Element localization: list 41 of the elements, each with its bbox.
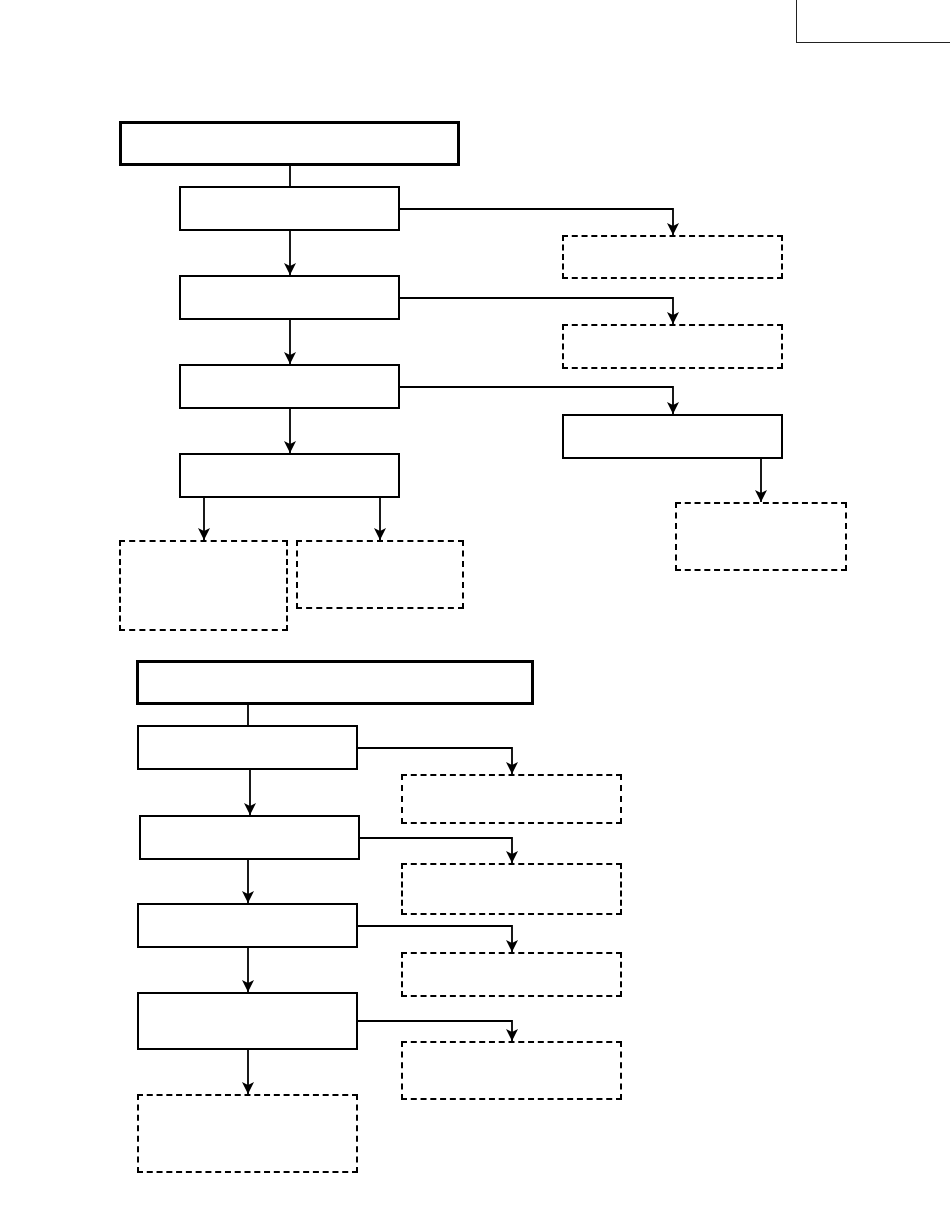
arrow [357,925,518,953]
dashed-box [401,1041,622,1100]
dashed-box [401,774,622,824]
dashed-box [401,952,622,997]
process-box [137,992,358,1050]
dashed-box [562,324,783,369]
arrow [284,408,296,454]
arrow [242,1049,254,1095]
arrow [242,947,254,993]
process-box [137,903,358,948]
arrow [198,497,210,541]
arrow [359,837,518,864]
process-box [179,453,400,498]
process-box [179,186,400,231]
dashed-box [119,540,288,631]
arrow [399,208,679,236]
arrow [284,319,296,365]
header-box [136,660,534,705]
arrow [357,1020,518,1042]
arrow [244,769,256,816]
process-box [137,725,358,770]
header-box [119,121,460,166]
dashed-box [675,502,847,571]
dashed-box [562,235,783,279]
arrow [284,230,296,276]
connector-line [289,165,291,187]
process-box [562,414,783,459]
arrow [357,747,518,775]
arrow [399,297,679,325]
arrow [399,386,679,415]
process-box [179,275,400,320]
arrow [374,497,386,541]
arrow [242,859,254,904]
connector-line [247,704,249,726]
page-number-frame [796,0,950,43]
dashed-box [137,1094,358,1173]
dashed-box [296,540,464,609]
process-box [139,815,360,860]
process-box [179,364,400,409]
dashed-box [401,863,622,915]
arrow [755,458,767,503]
